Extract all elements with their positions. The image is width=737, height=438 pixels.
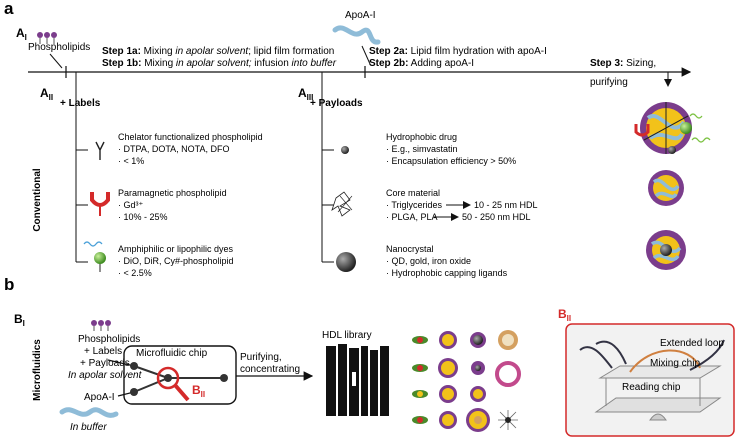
conventional-label: Conventional — [32, 168, 43, 232]
chelator-icon — [95, 141, 105, 160]
chip-label: Microfluidic chip — [136, 348, 208, 359]
step-2b: Step 2b: Adding apoA-I — [369, 58, 474, 69]
payload-item-nanocrystal: Nanocrystal · QD, gold, iron oxide · Hyd… — [386, 244, 508, 278]
nanocrystal-icon — [336, 252, 356, 272]
reading-chip-icon — [594, 378, 722, 421]
step-1a: Step 1a: Mixing in apolar solvent; lipid… — [102, 46, 334, 57]
reading-chip-label: Reading chip — [622, 382, 681, 393]
b-phospholipids-label: Phospholipids — [78, 334, 140, 345]
core-material-icon — [331, 191, 353, 217]
payload-item-core: Core material · Triglycerides 10 - 25 nm… — [386, 188, 538, 222]
extended-loop-label: Extended loop — [660, 338, 724, 349]
step-2a: Step 2a: Lipid film hydration with apoA-… — [369, 46, 547, 57]
hdl-library-label: HDL library — [322, 330, 372, 341]
b-labels-label: + Labels — [84, 346, 122, 357]
svg-text:Nanocrystal: Nanocrystal — [386, 244, 434, 254]
svg-text:Amphiphilic or lipophilic dyes: Amphiphilic or lipophilic dyes — [118, 244, 234, 254]
labels-heading: + Labels — [60, 98, 101, 109]
hdl-multifunctional-particle — [634, 102, 711, 154]
label-item-paramagnetic: Paramagnetic phospholipid · Gd³⁺ · 10% -… — [118, 188, 227, 222]
svg-text:· E.g., simvastatin: · E.g., simvastatin — [386, 144, 458, 154]
microfluidic-chip-box — [123, 345, 237, 405]
section-aii-label: AII — [40, 86, 53, 102]
payload-item-drug: Hydrophobic drug · E.g., simvastatin · E… — [386, 132, 516, 166]
svg-text:50 - 250 nm HDL: 50 - 250 nm HDL — [462, 212, 531, 222]
phospholipids-icon — [37, 32, 57, 44]
svg-text:· QD, gold, iron oxide: · QD, gold, iron oxide — [386, 256, 471, 266]
microfluidics-label: Microfluidics — [32, 339, 43, 401]
section-aiii-label: AIII — [298, 86, 313, 102]
svg-text:· DiO, DiR, Cy#-phospholipid: · DiO, DiR, Cy#-phospholipid — [118, 256, 234, 266]
purifying-label: Purifying, — [240, 352, 282, 363]
b-apolar-label: In apolar solvent — [68, 370, 143, 381]
svg-text:· Triglycerides: · Triglycerides — [386, 200, 443, 210]
step-3: Step 3: Sizing, — [590, 58, 656, 69]
bii-label: BII — [558, 307, 571, 323]
svg-text:Chelator functionalized phosph: Chelator functionalized phospholipid — [118, 132, 263, 142]
svg-text:· 10% - 25%: · 10% - 25% — [118, 212, 168, 222]
concentrating-label: concentrating — [240, 364, 300, 375]
hdl-core-particle — [648, 170, 684, 206]
step-3-purifying: purifying — [590, 77, 628, 88]
step-1b: Step 1b: Mixing in apolar solvent; infus… — [102, 58, 337, 69]
magnifier-icon — [156, 366, 190, 402]
paramagnetic-icon — [90, 192, 110, 216]
svg-text:· < 1%: · < 1% — [118, 156, 144, 166]
svg-text:· Encapsulation efficiency > 5: · Encapsulation efficiency > 50% — [386, 156, 516, 166]
apoa-label: ApoA-I — [345, 10, 376, 21]
b-apoa-label: ApoA-I — [84, 392, 115, 403]
hdl-library-particles — [412, 330, 521, 432]
mixing-chip-icon — [579, 339, 725, 379]
svg-text:· DTPA, DOTA, NOTA, DFO: · DTPA, DOTA, NOTA, DFO — [118, 144, 230, 154]
phospholipids-b-icon — [91, 320, 111, 331]
panel-a-label: a — [4, 0, 14, 18]
section-bi-label: BI — [14, 312, 25, 328]
svg-text:· PLGA, PLA: · PLGA, PLA — [386, 212, 438, 222]
b-buffer-label: In buffer — [70, 422, 107, 433]
label-item-chelator: Chelator functionalized phospholipid · D… — [118, 132, 263, 166]
svg-text:Paramagnetic phospholipid: Paramagnetic phospholipid — [118, 188, 227, 198]
mixing-chip-label: Mixing chip — [650, 358, 700, 369]
payloads-heading: + Payloads — [310, 98, 363, 109]
bii-inline-label: BII — [192, 383, 205, 399]
phospholipids-label: Phospholipids — [28, 42, 90, 53]
apoa-strand-icon — [332, 25, 381, 45]
svg-text:· < 2.5%: · < 2.5% — [118, 268, 152, 278]
svg-text:10 - 25 nm HDL: 10 - 25 nm HDL — [474, 200, 538, 210]
svg-text:· Gd³⁺: · Gd³⁺ — [118, 200, 144, 210]
panel-b-label: b — [4, 275, 14, 294]
svg-text:Core material: Core material — [386, 188, 440, 198]
svg-text:· Hydrophobic capping ligands: · Hydrophobic capping ligands — [386, 268, 508, 278]
label-item-dyes: Amphiphilic or lipophilic dyes · DiO, Di… — [118, 244, 234, 278]
hdl-library-icon — [326, 344, 389, 416]
phospholipid-arrow — [49, 53, 63, 69]
b-apoa-strand-icon — [59, 407, 119, 418]
section-ai-label: AI — [16, 26, 27, 42]
hydrophobic-drug-icon — [341, 146, 349, 154]
b-payloads-label: + Payloads — [80, 358, 130, 369]
hdl-nanocrystal-particle — [646, 230, 686, 270]
dye-icon — [83, 241, 106, 272]
svg-text:Hydrophobic drug: Hydrophobic drug — [386, 132, 457, 142]
